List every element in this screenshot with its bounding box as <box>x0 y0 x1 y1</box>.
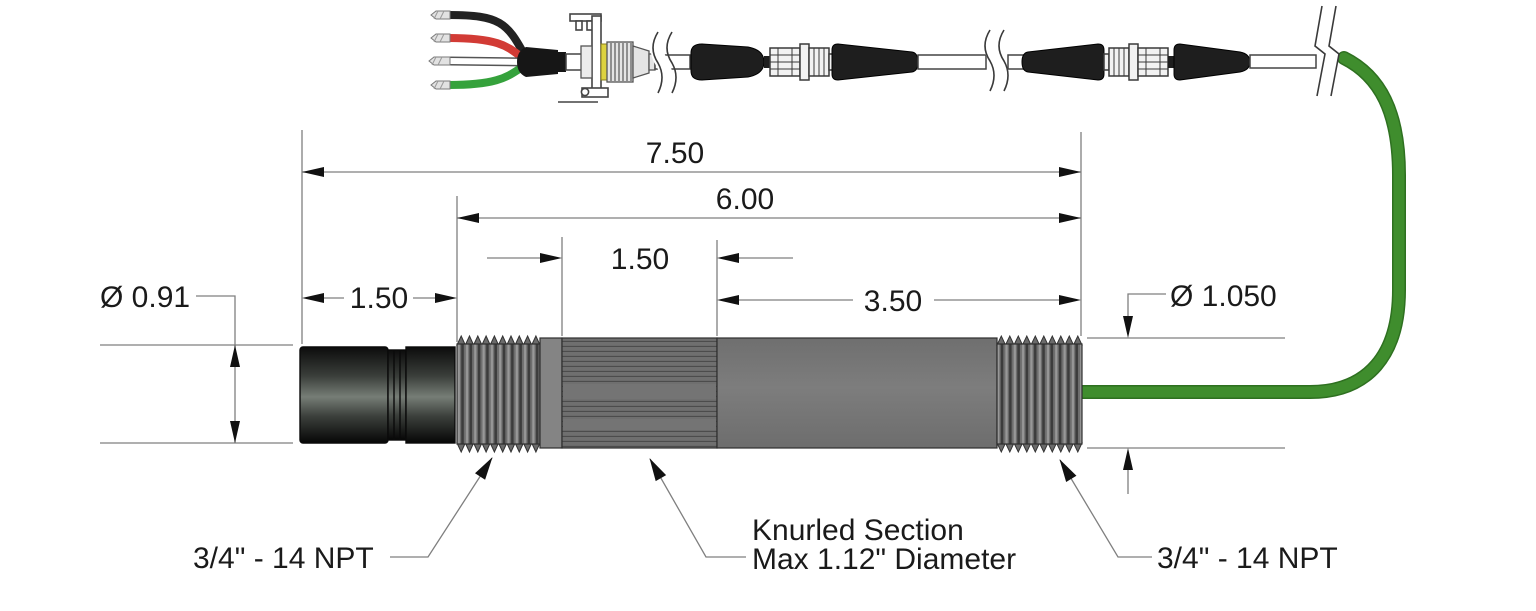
callout-labels: 3/4" - 14 NPT Knurled Section Max 1.12" … <box>193 457 1338 576</box>
front-thread-section <box>456 334 541 454</box>
boot-neck <box>764 56 770 68</box>
cable-break-symbol <box>984 26 1009 94</box>
bracket-plate <box>591 15 602 91</box>
knurl-callout: Knurled Section Max 1.12" Diameter <box>649 458 1016 576</box>
dim-cap-text: 1.50 <box>350 282 408 315</box>
knurled-section <box>561 337 718 449</box>
rear-thread-section <box>996 334 1083 454</box>
white-wire <box>448 58 525 65</box>
cable-assembly <box>428 10 1317 103</box>
connector-pair <box>1103 43 1169 81</box>
lead-wires <box>428 10 528 90</box>
front-cap <box>299 346 456 444</box>
dim-body-diameter: Ø 1.050 <box>1123 280 1277 494</box>
dim-6-text: 6.00 <box>716 183 774 216</box>
rear-thread-label: 3/4" - 14 NPT <box>1157 542 1338 575</box>
dim-overall-text: 7.50 <box>646 137 704 170</box>
gland-dome-nut <box>632 45 650 79</box>
dim-smooth-text: 3.50 <box>864 285 922 318</box>
dimension-annotations: 7.50 6.00 1.50 1.50 <box>100 130 1285 494</box>
sleeve-step <box>556 52 566 72</box>
dim-thread-to-end: 6.00 <box>457 183 1081 223</box>
cap-main <box>299 346 389 444</box>
dim-overall-length: 7.50 <box>302 137 1081 177</box>
cable-break-symbol <box>1314 4 1340 98</box>
dim-knurl-text: 1.50 <box>611 243 669 276</box>
knurl-label-line2: Max 1.12" Diameter <box>752 543 1016 576</box>
connector-flange <box>799 43 810 81</box>
cable-entry-sleeve <box>517 47 558 77</box>
strain-relief-boot <box>1021 43 1105 81</box>
extension-lines <box>100 130 1285 449</box>
boot-neck <box>1168 56 1174 68</box>
dim-body-dia-text: Ø 1.050 <box>1170 280 1277 313</box>
mounting-bracket <box>558 13 609 103</box>
cap-groove-rings <box>387 349 407 441</box>
smooth-body-section <box>716 337 998 449</box>
gland-yellow-washer <box>600 43 608 81</box>
cap-collar <box>405 346 456 444</box>
bracket-foot-curl <box>580 87 590 97</box>
gland-rear-nut <box>580 45 593 79</box>
strain-relief-boot <box>831 43 919 81</box>
black-wire <box>448 11 528 56</box>
cable-segment <box>917 54 987 70</box>
green-wire <box>448 62 527 89</box>
gland-ribs <box>610 43 632 81</box>
connector-flange <box>1128 43 1139 81</box>
front-thread-label: 3/4" - 14 NPT <box>193 542 374 575</box>
cable-segment <box>1249 54 1317 69</box>
cable-gland <box>580 41 656 83</box>
cable-break-symbol <box>650 28 677 96</box>
strain-relief-boot <box>690 43 765 81</box>
tinned-wire-tips <box>428 10 451 90</box>
knurl-label-line1: Knurled Section <box>752 514 964 547</box>
rear-thread-callout: 3/4" - 14 NPT <box>1059 459 1338 575</box>
green-cable-run <box>1074 52 1405 398</box>
thread-collar <box>539 337 563 449</box>
strain-relief-boot <box>1173 43 1251 81</box>
sensor-body <box>299 334 1083 454</box>
dim-cap-dia-text: Ø 0.91 <box>100 281 190 314</box>
green-cable <box>1073 4 1406 399</box>
front-thread-callout: 3/4" - 14 NPT <box>193 457 493 575</box>
dim-cap-diameter: Ø 0.91 <box>100 281 240 443</box>
dim-knurl-length: 1.50 <box>487 243 793 276</box>
dim-cap-length: 1.50 <box>302 282 457 315</box>
bracket-tab <box>575 20 583 31</box>
green-cable-outline <box>1073 51 1406 399</box>
dim-smooth-length: 3.50 <box>717 285 1081 318</box>
connector-pair <box>769 43 835 81</box>
